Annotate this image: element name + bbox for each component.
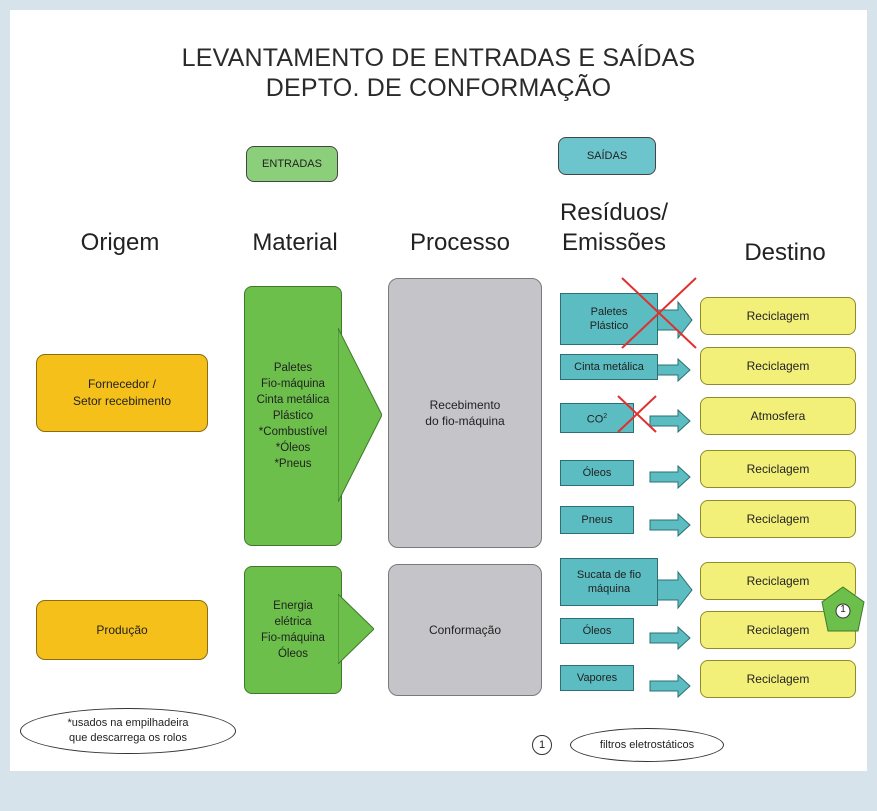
residue-paletes-plastico: Paletes Plástico (560, 293, 658, 345)
legend-ellipse: filtros eletrostáticos (570, 728, 724, 762)
cross-marks (617, 277, 697, 433)
destination-box: Reciclagem (700, 347, 856, 385)
footnote-line2: que descarrega os rolos (68, 732, 187, 744)
residue-oleos-2: Óleos (560, 618, 634, 644)
diagram-title: LEVANTAMENTO DE ENTRADAS E SAÍDAS (181, 44, 696, 72)
material-item: Óleos (277, 648, 309, 660)
destination-box: Reciclagem (700, 660, 856, 698)
origin-label-line1: Fornecedor / (87, 377, 157, 391)
residue-label-line1: Sucata de fio (576, 569, 642, 581)
origin-label-line2: Setor recebimento (72, 394, 172, 408)
residue-label-line2: máquina (587, 583, 631, 595)
material-arrow-head (338, 328, 382, 502)
destination-box: Reciclagem (700, 450, 856, 488)
filter-marker-number: 1 (840, 604, 846, 615)
destination-box: Reciclagem (700, 562, 856, 600)
column-material: Material (252, 229, 338, 256)
cross-icon (617, 395, 657, 433)
footnote-ellipse: *usados na empilhadeira que descarrega o… (20, 708, 236, 754)
material-block-receiving: Paletes Fio-máquina Cinta metálica Plást… (244, 286, 342, 546)
diagram-canvas: LEVANTAMENTO DE ENTRADAS E SAÍDAS DEPTO.… (10, 10, 867, 771)
column-residuos: Resíduos/ Emissões (544, 198, 684, 258)
residue-arrow (649, 512, 691, 538)
process-conformacao: Conformação (388, 564, 542, 696)
origin-producao: Produção (36, 600, 208, 660)
filter-marker-icon (821, 586, 865, 632)
residue-arrow (649, 408, 691, 434)
residue-oleos: Óleos (560, 460, 634, 486)
residue-label-line2: Plástico (589, 320, 629, 332)
residue-label-line1: Paletes (590, 306, 628, 318)
residue-label-line1: Vapores (576, 672, 618, 684)
material-item: *Óleos (275, 442, 311, 454)
residue-arrow (649, 625, 691, 651)
material-item: Fio-máquina (261, 378, 325, 390)
column-residuos-line1: Resíduos/ (559, 199, 669, 226)
process-label-line2: do fio-máquina (425, 414, 505, 428)
material-item: Energia (273, 600, 313, 612)
destination-box: Reciclagem (700, 500, 856, 538)
residue-arrow (649, 673, 691, 699)
residue-label-sup: 2 (603, 412, 608, 420)
material-item: Paletes (273, 362, 313, 374)
material-item: *Pneus (274, 458, 312, 470)
footnote-line1: *usados na empilhadeira (67, 717, 189, 729)
residue-vapores: Vapores (560, 665, 634, 691)
material-block-production: Energia elétrica Fio-máquina Óleos (244, 566, 342, 694)
cross-icon (621, 277, 697, 349)
residue-label-line1: Pneus (581, 514, 613, 526)
residue-pneus: Pneus (560, 506, 634, 534)
diagram-subtitle: DEPTO. DE CONFORMAÇÃO (265, 74, 612, 102)
material-item: *Combustível (258, 426, 328, 438)
bottom-frame (0, 771, 877, 811)
residue-cinta-metalica: Cinta metálica (560, 354, 658, 380)
material-item: elétrica (274, 616, 312, 628)
column-processo: Processo (409, 229, 511, 256)
destination-box: Reciclagem (700, 297, 856, 335)
process-recebimento: Recebimento do fio-máquina (388, 278, 542, 548)
material-item: Plástico (272, 410, 314, 422)
material-arrow-head (338, 594, 374, 664)
residue-arrow (649, 464, 691, 490)
column-residuos-line2: Emissões (561, 229, 667, 256)
saidas-tag: SAÍDAS (558, 137, 656, 175)
origin-label-line1: Produção (96, 622, 148, 637)
column-destino: Destino (744, 239, 826, 266)
material-item: Cinta metálica (256, 394, 330, 406)
residue-label-line1: Cinta metálica (574, 361, 644, 373)
process-label-line1: Conformação (428, 623, 502, 637)
column-origem: Origem (80, 229, 160, 256)
residue-label-line1: Óleos (582, 625, 612, 637)
residue-sucata: Sucata de fio máquina (560, 558, 658, 606)
material-item: Fio-máquina (261, 632, 325, 644)
legend-number-icon: 1 (532, 735, 552, 755)
residue-label-line1: CO (586, 413, 604, 426)
process-label-line1: Recebimento (429, 398, 501, 412)
residue-label-line1: Óleos (582, 467, 612, 479)
residue-arrows (649, 300, 693, 699)
entradas-tag: ENTRADAS (246, 146, 338, 182)
destination-box: Atmosfera (700, 397, 856, 435)
origin-fornecedor: Fornecedor / Setor recebimento (36, 354, 208, 432)
legend-text: filtros eletrostáticos (599, 738, 695, 751)
